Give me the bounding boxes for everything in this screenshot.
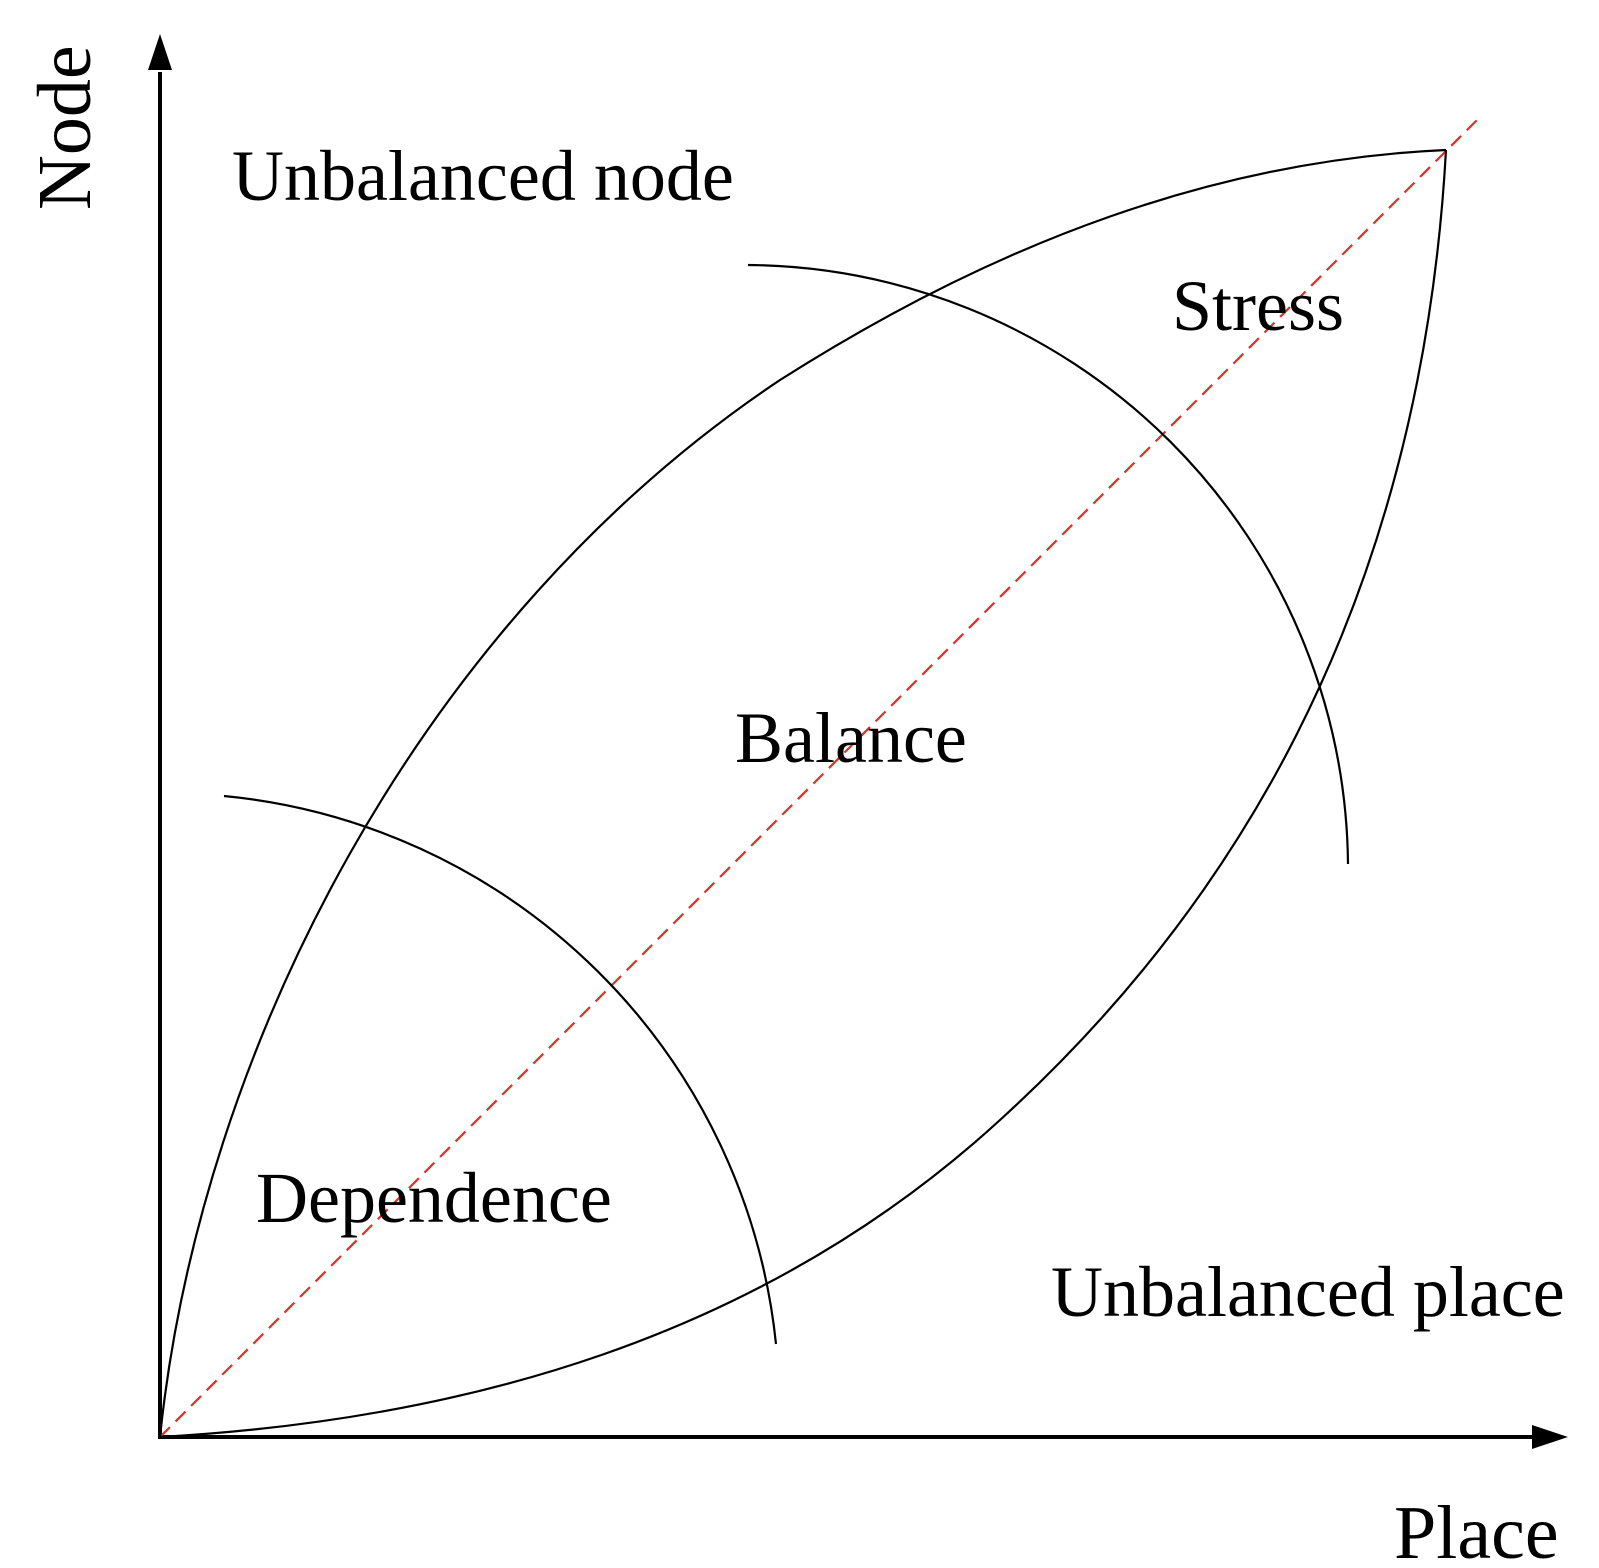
- balance-label: Balance: [735, 698, 967, 778]
- lens-upper-boundary: [158, 148, 1447, 1438]
- y-axis-arrowhead: [148, 34, 172, 70]
- y-axis-label: Node: [23, 45, 107, 210]
- lens-lower-boundary: [159, 149, 1448, 1439]
- y-axis: [148, 34, 172, 1437]
- dependence-arc: [223, 794, 778, 1345]
- stress-label: Stress: [1172, 266, 1344, 346]
- unbalanced-node-label: Unbalanced node: [232, 136, 734, 216]
- balance-diagonal: [159, 116, 1481, 1438]
- stress-arc: [747, 263, 1350, 865]
- x-axis-arrowhead: [1532, 1425, 1568, 1449]
- x-axis: [158, 1425, 1568, 1449]
- unbalanced-place-label: Unbalanced place: [1051, 1252, 1565, 1332]
- x-axis-label: Place: [1394, 1491, 1559, 1568]
- dependence-label: Dependence: [256, 1158, 612, 1238]
